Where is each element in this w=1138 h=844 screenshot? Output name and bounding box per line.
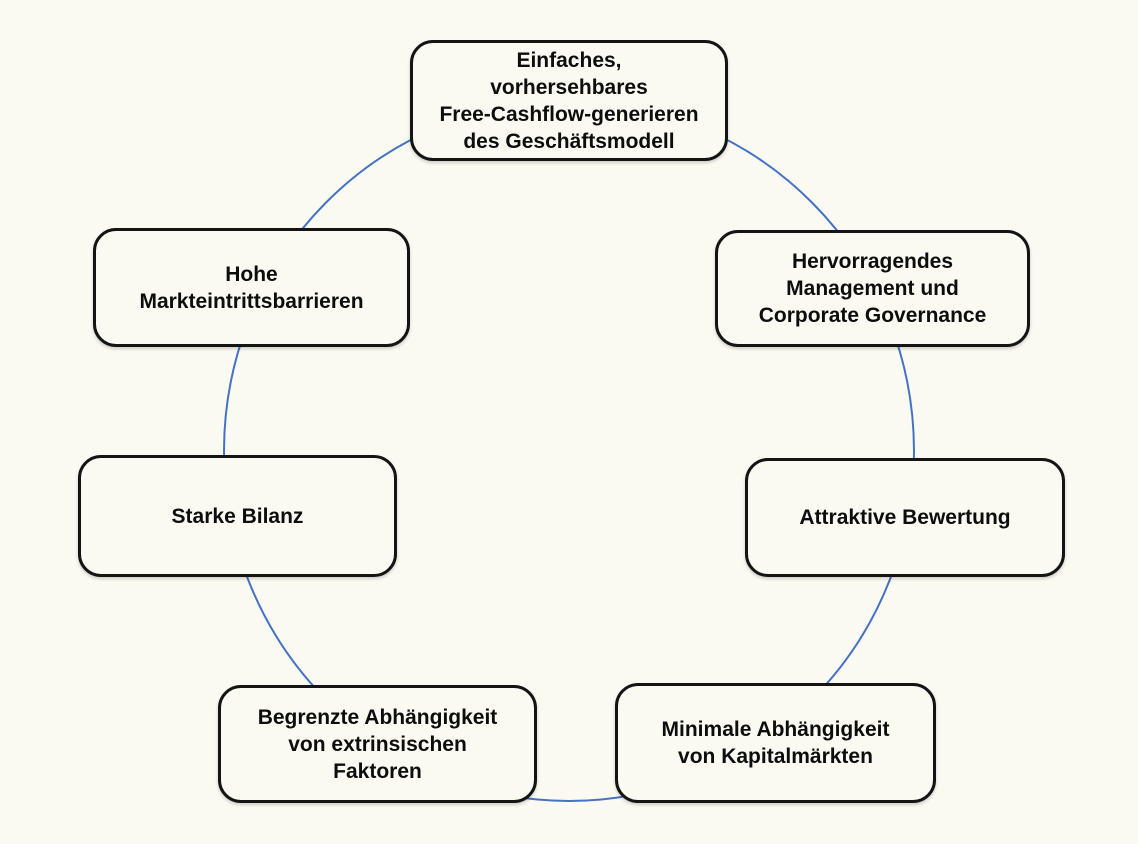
node-starke-bilanz: Starke Bilanz (78, 455, 397, 577)
node-management-governance: Hervorragendes Management und Corporate … (715, 230, 1030, 347)
node-minimale-abhaengigkeit: Minimale Abhängigkeit von Kapitalmärkten (615, 683, 936, 803)
node-label: Minimale Abhängigkeit von Kapitalmärkten (661, 718, 890, 768)
node-label: Hohe Markteintrittsbarrieren (139, 262, 364, 313)
node-label: Einfaches, vorhersehbares Free-Cashflow-… (439, 48, 699, 153)
node-markteintrittsbarrieren: Hohe Markteintrittsbarrieren (93, 228, 410, 347)
node-free-cashflow-geschaeftsmodell: Einfaches, vorhersehbares Free-Cashflow-… (410, 40, 728, 161)
node-label: Hervorragendes Management und Corporate … (758, 250, 987, 327)
node-label: Attraktive Bewertung (799, 506, 1011, 529)
node-begrenzte-abhaengigkeit: Begrenzte Abhängigkeit von extrinsischen… (218, 685, 537, 803)
node-label: Starke Bilanz (171, 504, 304, 528)
node-attraktive-bewertung: Attraktive Bewertung (745, 458, 1065, 577)
node-label: Begrenzte Abhängigkeit von extrinsischen… (257, 705, 498, 783)
